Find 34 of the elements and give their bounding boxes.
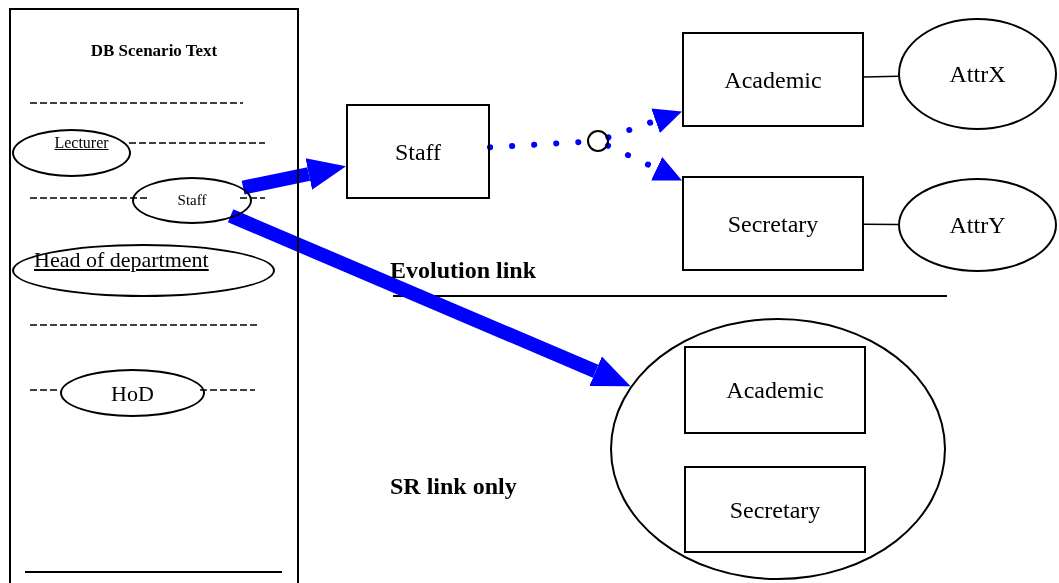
section-label: SR link only (390, 472, 517, 501)
node-label: Staff (394, 137, 442, 167)
entity-ellipse (132, 177, 252, 224)
node-label: Academic (724, 65, 822, 95)
node-label: Secretary (727, 209, 819, 239)
arrow (227, 209, 631, 387)
section-label: Evolution link (390, 256, 537, 285)
node-label: Lecturer (54, 133, 109, 153)
entity-ellipse (60, 369, 205, 417)
arrow (605, 108, 682, 141)
entity-ellipse (12, 129, 131, 177)
entity-box (684, 346, 866, 434)
arrow (241, 158, 346, 195)
connector-line (863, 75, 899, 78)
node-label: HoD (111, 379, 154, 408)
node-label: Head of department (34, 246, 209, 274)
document-panel (9, 8, 299, 583)
node-label: AttrX (949, 60, 1006, 89)
entity-ellipse (12, 244, 275, 297)
node-label: AttrY (949, 211, 1006, 240)
arrow (604, 142, 682, 181)
connector-line (863, 223, 899, 226)
node-label: Academic (726, 376, 824, 405)
attribute-ellipse (898, 18, 1057, 130)
entity-box (346, 104, 490, 199)
node-label: DB Scenario Text (90, 40, 218, 62)
entity-box (684, 466, 866, 553)
entity-box (682, 176, 864, 271)
node-label: Secretary (729, 495, 821, 525)
attribute-ellipse (898, 178, 1057, 272)
junction-circle (587, 130, 609, 152)
group-ellipse (610, 318, 946, 580)
node-label: Staff (177, 191, 207, 211)
entity-box (682, 32, 864, 127)
